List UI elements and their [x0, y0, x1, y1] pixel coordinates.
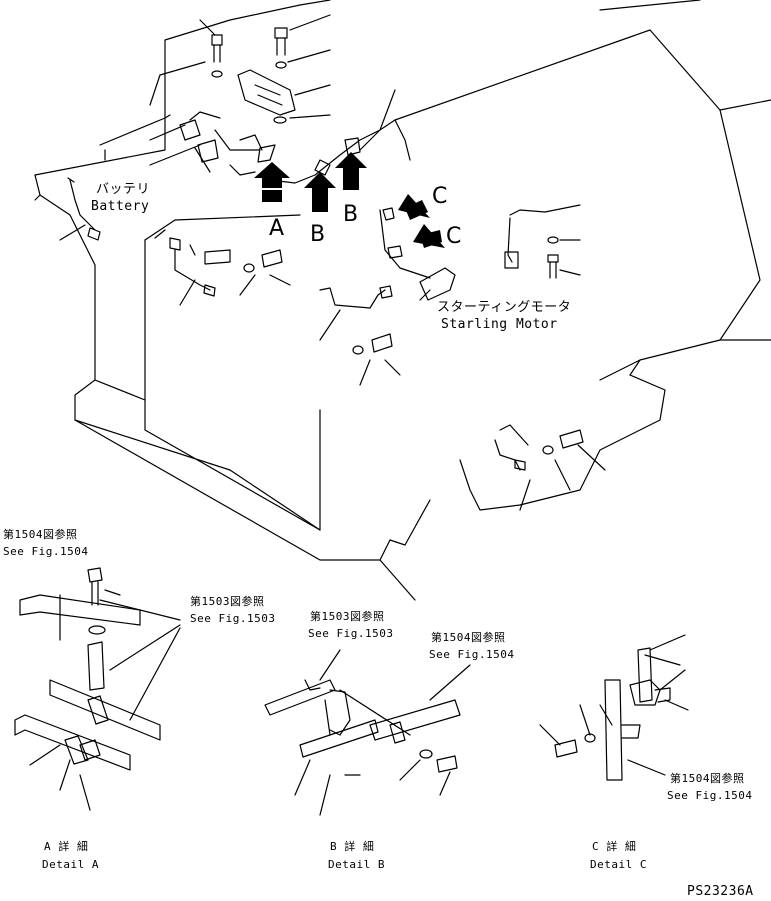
detail-a-ref-1503-en: See Fig.1503 — [190, 612, 276, 625]
detail-a-title-jp: A 詳 細 — [44, 840, 89, 853]
detail-b-drawing — [264, 649, 471, 816]
arrow-b1 — [304, 172, 336, 212]
detail-c-drawing — [539, 634, 689, 781]
battery-relay — [237, 69, 331, 124]
arrow-c1 — [398, 194, 430, 220]
arrow-b2 — [335, 152, 367, 190]
detail-a-drawing — [14, 567, 181, 811]
starting-motor-label-en: Starling Motor — [441, 317, 558, 332]
detail-b-title-jp: B 詳 細 — [330, 840, 375, 853]
detail-b-title-en: Detail B — [328, 858, 385, 871]
detail-b-ref-1504-en: See Fig.1504 — [429, 648, 515, 661]
battery-label-jp: バッテリ — [96, 182, 151, 197]
view-label-a: A — [269, 216, 285, 241]
detail-b-ref-1504-jp: 第1504図参照 — [431, 631, 506, 644]
view-label-b1: B — [310, 222, 326, 247]
battery-label-en: Battery — [91, 199, 150, 214]
frame-ground-cable — [169, 237, 291, 306]
bolt-2 — [274, 14, 331, 69]
starting-motor — [419, 267, 456, 301]
bolt-1 — [199, 19, 223, 78]
battery-cable — [269, 89, 431, 279]
view-label-c1: C — [432, 184, 448, 209]
detail-a-ref-1504-en: See Fig.1504 — [3, 545, 89, 558]
starting-motor-cable — [319, 285, 401, 386]
view-label-c2: C — [446, 224, 462, 249]
ground-cable-left — [59, 177, 101, 241]
starting-motor-label-jp: スターティングモータ — [437, 300, 572, 315]
detail-b-ref-1503-en: See Fig.1503 — [308, 627, 394, 640]
detail-a-title-en: Detail A — [42, 858, 99, 871]
battery-box-outline — [34, 0, 431, 601]
lower-ground-cable — [494, 424, 606, 511]
engine-ground-cable — [504, 204, 581, 279]
detail-c-title-en: Detail C — [590, 858, 647, 871]
engine-block-outline — [359, 0, 771, 511]
detail-c-title-jp: C 詳 細 — [592, 840, 637, 853]
arrow-c2 — [413, 224, 445, 248]
detail-a-ref-1503-jp: 第1503図参照 — [190, 595, 265, 608]
detail-c-ref-1504-jp: 第1504図参照 — [670, 772, 745, 785]
detail-c-ref-1504-en: See Fig.1504 — [667, 789, 753, 802]
drawing-code: PS23236A — [687, 884, 754, 899]
detail-a-ref-1504-jp: 第1504図参照 — [3, 528, 78, 541]
battery-terminals — [149, 111, 276, 176]
arrow-a — [254, 162, 290, 202]
view-label-b2: B — [343, 202, 359, 227]
detail-b-ref-1503-jp: 第1503図参照 — [310, 610, 385, 623]
